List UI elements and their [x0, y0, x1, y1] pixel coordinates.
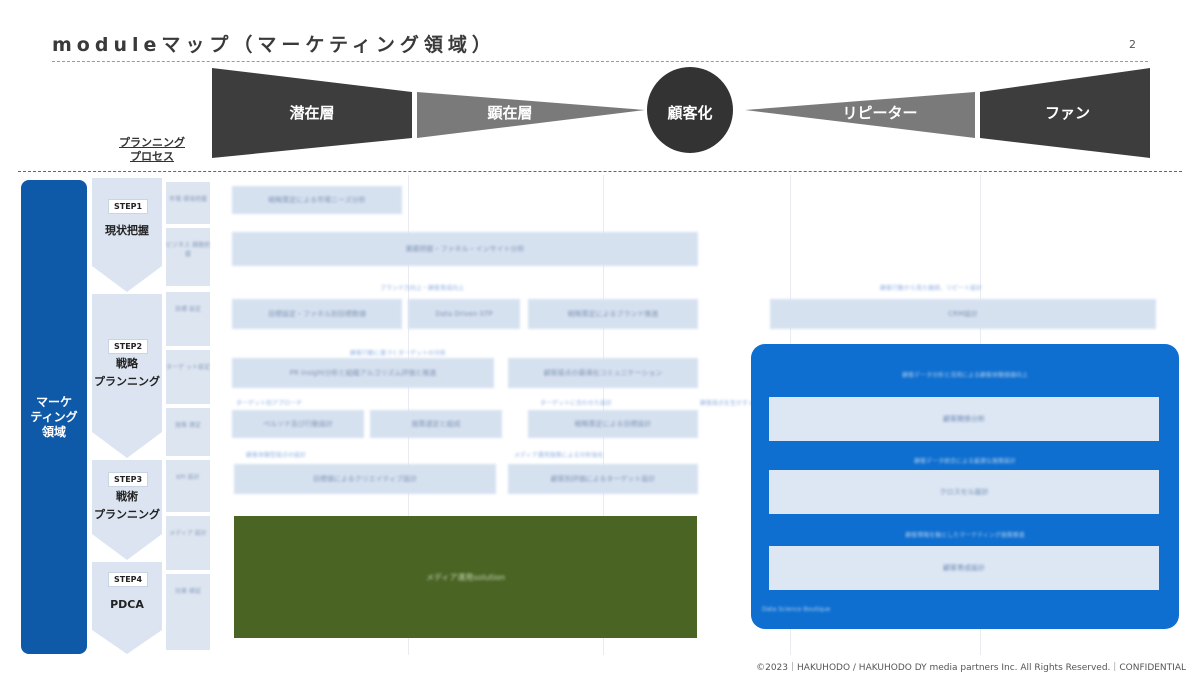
module-note: ブランド力向上・顧客育成向上: [380, 285, 465, 292]
step2-name: 戦略 プランニング: [94, 357, 160, 388]
page-number: 2: [1129, 38, 1136, 51]
module-cell[interactable]: ペルソナ及び行動設計: [232, 410, 364, 438]
title-divider: [52, 61, 1148, 62]
module-note: 顧客体験型接点の設計: [246, 452, 307, 459]
module-note: 顧客行動に基づくターゲットの分析: [350, 350, 447, 357]
module-cell[interactable]: 戦略策定による目標設計: [528, 410, 698, 438]
module-cell[interactable]: 顧客別評価によるターゲット設計: [508, 464, 698, 494]
module-cell[interactable]: 戦略策定による市場ニーズ分析: [232, 186, 402, 214]
customer-funnel: [212, 67, 1150, 158]
step3-name: 戦術 プランニング: [94, 490, 160, 521]
sub-process-cell: 施策 選定: [166, 408, 210, 456]
panel-item[interactable]: クロスセル設計: [769, 470, 1159, 514]
panel-note: 顧客データ統合による最適な施策設計: [914, 458, 1016, 465]
module-cell[interactable]: Data Driven STP: [408, 299, 520, 329]
module-cell[interactable]: 業績把握・ファネル・インサイト分析: [232, 232, 698, 266]
funnel-label-fan: ファン: [1044, 104, 1090, 122]
module-note: メディア運用施策による分析強化: [514, 452, 604, 459]
module-cell[interactable]: 目標設定・ファネル別目標数値: [232, 299, 402, 329]
funnel-stage-latent: [212, 68, 412, 158]
step4-tag: STEP4: [108, 572, 149, 587]
panel-note: 顧客情報を軸としたマーケティング施策推進: [905, 532, 1025, 539]
step2-tag: STEP2: [108, 339, 149, 354]
module-cell[interactable]: 目標値によるクリエイティブ設計: [234, 464, 496, 494]
funnel-stage-fan: [980, 68, 1150, 158]
sub-process-cell: KPI 設計: [166, 460, 210, 512]
funnel-stage-manifest: [417, 92, 645, 138]
module-cell[interactable]: 戦略策定によるブランド推進: [528, 299, 698, 329]
funnel-label-customer: 顧客化: [667, 104, 713, 122]
step4-name: PDCA: [110, 598, 144, 611]
funnel-stage-customer: [647, 67, 733, 153]
module-cell[interactable]: CRM設計: [770, 299, 1156, 329]
planning-process-label: プランニング プロセス: [119, 136, 185, 163]
module-note: ターゲット別アプローチ: [236, 400, 303, 407]
funnel-label-latent: 潜在層: [289, 104, 335, 122]
module-cell[interactable]: 施策選定と組成: [370, 410, 502, 438]
funnel-label-repeater: リピーター: [842, 104, 918, 122]
header-divider: [18, 171, 1182, 172]
module-note: 顧客行動から見た継続、リピート設計: [880, 285, 983, 292]
sub-process-cell: メディア 設計: [166, 516, 210, 570]
step3-tag: STEP3: [108, 472, 149, 487]
panel-item[interactable]: 顧客育成設計: [769, 546, 1159, 590]
step2-chevron: [92, 294, 162, 458]
copyright-footer: ©2023｜HAKUHODO / HAKUHODO DY media partn…: [756, 663, 1186, 673]
panel-note: 顧客データ分析と活用による顧客体験価値向上: [902, 372, 1028, 379]
sub-process-cell: ターゲ ット設定: [166, 350, 210, 404]
marketing-domain-label: マーケ ティング 領域: [21, 180, 87, 654]
sub-process-cell: 効果 検証: [166, 574, 210, 650]
funnel-stage-repeater: [745, 92, 975, 138]
funnel-label-manifest: 顕在層: [487, 104, 533, 122]
media-solution-block[interactable]: メディア運用solution: [234, 516, 697, 638]
sub-process-cell: 目標 設定: [166, 292, 210, 346]
step1-tag: STEP1: [108, 199, 149, 214]
module-cell[interactable]: 顧客接点の最適化コミュニケーション: [508, 358, 698, 388]
sub-process-cell: 市場 環境把握: [166, 182, 210, 224]
sub-process-cell: ビジネス 課題把握: [166, 228, 210, 286]
step1-name: 現状把握: [105, 224, 149, 237]
panel-footer-label: Data Science Boutique: [762, 606, 831, 613]
page-title: moduleマップ（マーケティング領域）: [52, 34, 496, 56]
module-cell[interactable]: PR insight分析と組織アルゴリズム評価と推進: [232, 358, 494, 388]
module-note: ターゲットに合わせた設計: [540, 400, 613, 407]
panel-item[interactable]: 顧客関係分析: [769, 397, 1159, 441]
